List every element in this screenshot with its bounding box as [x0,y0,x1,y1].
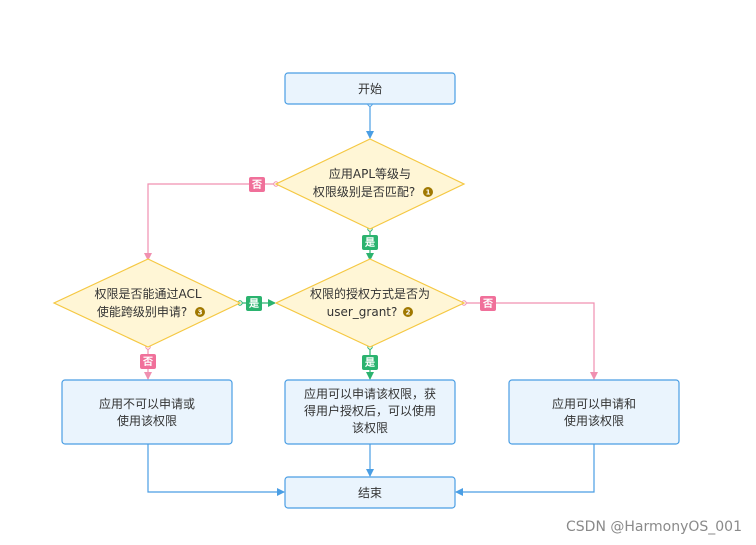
connector-allow-to-end [455,444,595,496]
yes-badge-label: 是 [248,298,259,310]
watermark: CSDN @HarmonyOS_001 [566,519,742,535]
number-badge-text: 3 [198,309,203,317]
no-badge-label: 否 [482,298,493,310]
number-badge-icon [423,187,433,197]
apl-check-line2: 权限级别是否匹配? [313,185,415,199]
connector-grant-no [464,302,598,380]
number-badge-icon [403,307,413,317]
apl-check-line1: 应用APL等级与 [329,166,411,181]
yes-badge: 是 [362,235,378,250]
end-label: 结束 [358,486,382,500]
no-badge: 否 [480,296,496,311]
no-badge-label: 否 [251,179,262,191]
acl-check-line2: 使能跨级别申请? [97,304,187,319]
grant-check-line1: 权限的授权方式是否为 [310,286,430,301]
connector-deny-to-end [147,444,285,496]
start-node: 开始 [284,72,456,105]
deny-line1: 应用不可以申请或 [99,396,195,411]
deny-node: 应用不可以申请或 使用该权限 [61,379,233,445]
yes-badge-label: 是 [364,357,375,369]
allow-line2: 使用该权限 [564,413,624,428]
grant-check-line2: user_grant? [327,305,398,319]
no-badge-label: 否 [142,356,153,368]
yes-badge: 是 [246,296,262,311]
yes-badge-label: 是 [364,237,375,249]
acl-check-line1: 权限是否能通过ACL [94,287,201,301]
yes-badge: 是 [362,355,378,370]
number-badge-icon [195,307,205,317]
allow-node: 应用可以申请和 使用该权限 [508,379,680,445]
grant-check-node: 权限的授权方式是否为 user_grant? 2 [274,258,466,348]
connector-apl-no [144,183,276,261]
grant-line2: 得用户授权后，可以使用 [304,403,436,418]
number-badge-text: 2 [406,309,411,317]
apl-check-node: 应用APL等级与 权限级别是否匹配? 1 [274,138,466,230]
number-badge-text: 1 [426,189,431,197]
grant-node: 应用可以申请该权限，获 得用户授权后，可以使用 该权限 [284,379,456,445]
end-node: 结束 [284,476,456,509]
start-label: 开始 [358,82,382,96]
grant-line3: 该权限 [352,421,388,435]
allow-line1: 应用可以申请和 [552,396,636,411]
deny-line2: 使用该权限 [117,413,177,428]
acl-check-node: 权限是否能通过ACL 使能跨级别申请? 3 [52,258,242,348]
no-badge: 否 [249,177,265,192]
grant-line1: 应用可以申请该权限，获 [304,386,436,401]
no-badge: 否 [140,354,156,369]
